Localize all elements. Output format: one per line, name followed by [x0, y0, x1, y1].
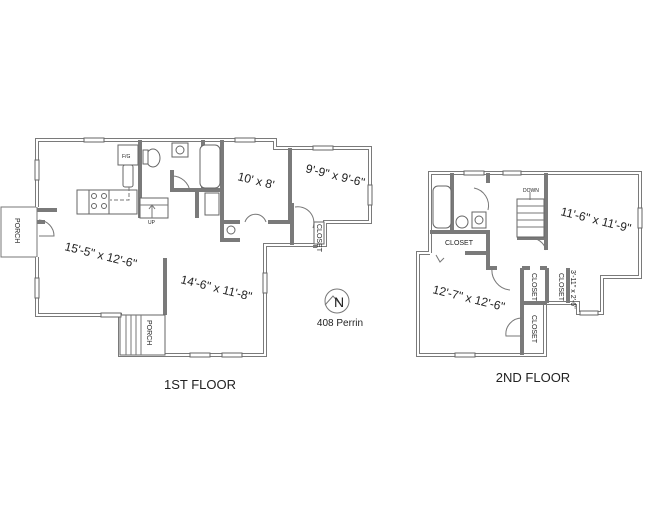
- porch-left-label: PORCH: [13, 218, 20, 243]
- room-dimensions: 9'-9" x 9'-6": [304, 161, 366, 189]
- closet-label: CLOSET: [445, 240, 474, 247]
- room-dimensions: 10' x 8': [236, 169, 276, 192]
- north-letter: N: [334, 294, 344, 310]
- closet-label: CLOSET: [557, 273, 564, 302]
- first-floor-plan: F/G UP: [0, 137, 373, 392]
- first-floor-title: 1ST FLOOR: [164, 377, 236, 392]
- north-arrow-icon: N: [324, 288, 350, 314]
- fridge-label: F/G: [122, 154, 130, 160]
- room-dimensions: 12'-7" x 12'-6": [431, 282, 506, 313]
- left-porch: [0, 206, 38, 258]
- second-floor-interior-walls: [430, 173, 570, 355]
- closet-label: CLOSET: [530, 315, 537, 344]
- rear-porch: [119, 314, 166, 356]
- stairs-down: DOWN: [516, 188, 545, 238]
- stairs-up: UP: [139, 197, 169, 226]
- stairs-down-label: DOWN: [523, 188, 539, 194]
- room-dimensions: 11'-6" x 11'-9": [559, 204, 632, 235]
- first-floor-bathroom: [142, 142, 315, 235]
- first-floor-closet: [313, 221, 325, 245]
- linen-closet: [204, 192, 220, 216]
- kitchen: F/G: [76, 144, 139, 215]
- front-door[interactable]: [38, 219, 55, 237]
- address-label: 408 Perrin: [317, 318, 363, 329]
- first-floor-windows: [34, 137, 373, 358]
- room-dimensions: 14'-6" x 11'-8": [179, 272, 253, 303]
- second-floor-windows: [454, 170, 643, 358]
- second-floor-title: 2ND FLOOR: [496, 370, 570, 385]
- door-swing: [171, 175, 191, 193]
- second-floor-plan: DOWN CLOSET CLOSET CLOSET CLOSET 11'-6" …: [416, 170, 643, 385]
- closet-label: CLOSET: [315, 224, 322, 253]
- kitchen-sink-icon: [122, 164, 134, 188]
- stove-icon: [88, 189, 110, 215]
- toilet-icon: [455, 215, 469, 229]
- closet-label: CLOSET: [530, 273, 537, 302]
- porch-bottom-label: PORCH: [145, 320, 152, 345]
- second-floor-outer-walls: [416, 171, 642, 357]
- bathtub-icon: [432, 185, 452, 229]
- bathtub-icon: [199, 144, 221, 189]
- first-floor-interior-walls: [37, 140, 317, 315]
- room-dimensions: 15'-5" x 12'-6": [63, 239, 138, 270]
- water-heater-icon: [226, 225, 236, 235]
- stairs-up-label: UP: [148, 220, 156, 226]
- room-dimensions: 3'-11" x 2'-6": [569, 270, 576, 309]
